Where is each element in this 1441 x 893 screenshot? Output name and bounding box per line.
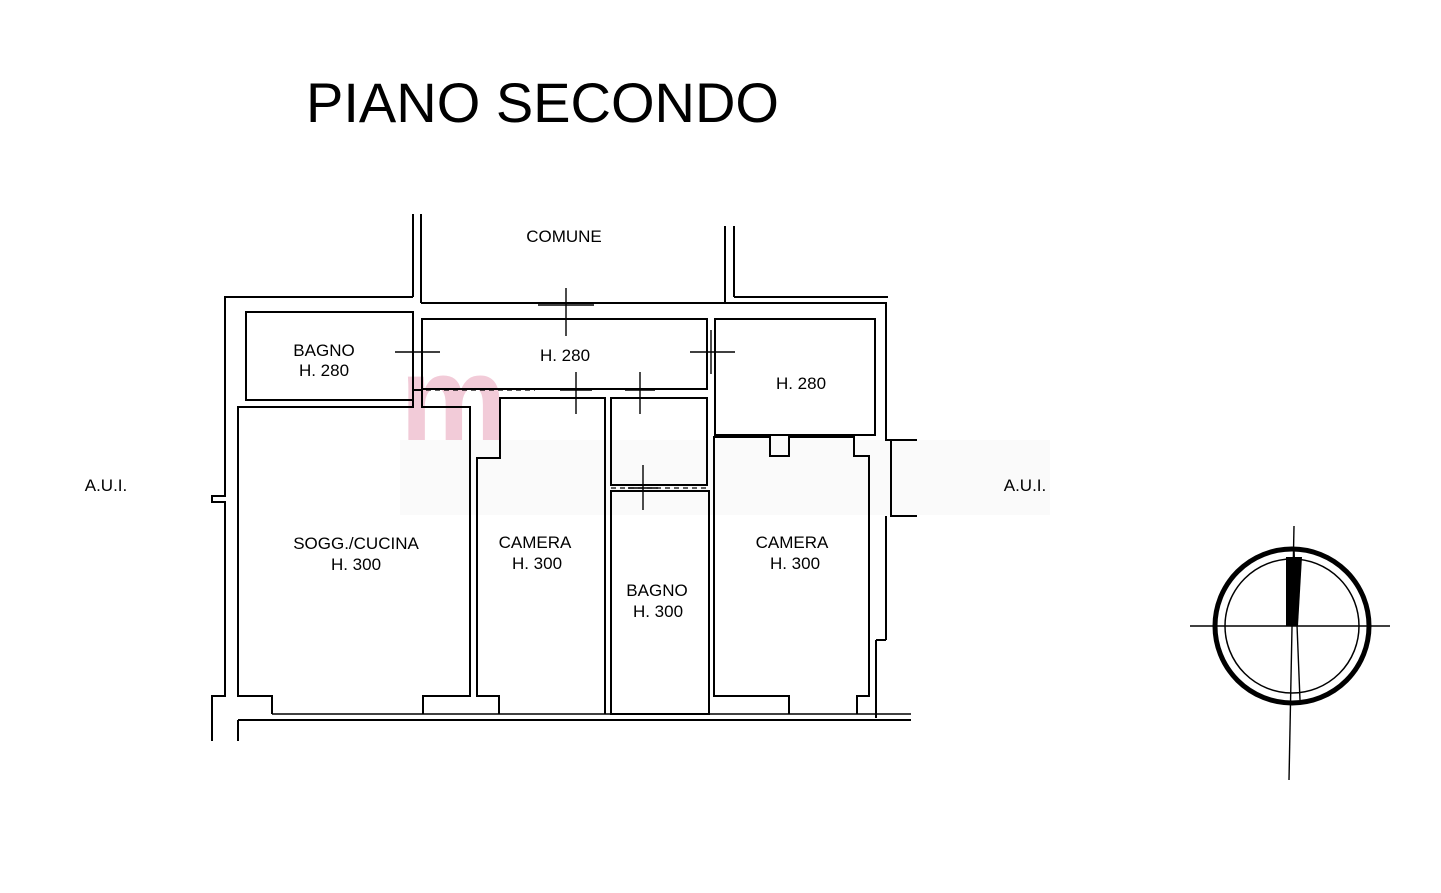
room-label-name: CAMERA	[756, 533, 829, 552]
room-camera-2	[713, 436, 870, 714]
room-label-height: H. 300	[770, 554, 820, 573]
room-label-height: H. 300	[633, 602, 683, 621]
room-label-name: BAGNO	[293, 341, 354, 360]
room-ripostiglio	[714, 318, 876, 436]
room-label-name: BAGNO	[626, 581, 687, 600]
room-label-height: H. 280	[776, 374, 826, 393]
room-bagno	[610, 490, 710, 715]
plan-title: PIANO SECONDO	[306, 71, 779, 134]
room-label-name: CAMERA	[499, 533, 572, 552]
room-label-height: H. 300	[331, 555, 381, 574]
watermark-logo: m	[400, 332, 1050, 515]
label-comune: COMUNE	[526, 227, 602, 246]
label-aui-left: A.U.I.	[85, 476, 128, 495]
watermark-letter: m	[400, 332, 507, 466]
comune-walls	[412, 214, 735, 303]
north-arrow-icon	[1190, 525, 1390, 781]
room-label-name: SOGG./CUCINA	[293, 534, 419, 553]
label-aui-right: A.U.I.	[1004, 476, 1047, 495]
outer-walls	[211, 296, 917, 741]
door-markers	[395, 288, 735, 510]
room-label-height: H. 300	[512, 554, 562, 573]
room-camera-1	[476, 397, 606, 714]
room-label-height: H. 280	[540, 346, 590, 365]
room-corridor	[421, 318, 708, 390]
room-disimpegno	[610, 397, 708, 486]
room-label-height: H. 280	[299, 361, 349, 380]
